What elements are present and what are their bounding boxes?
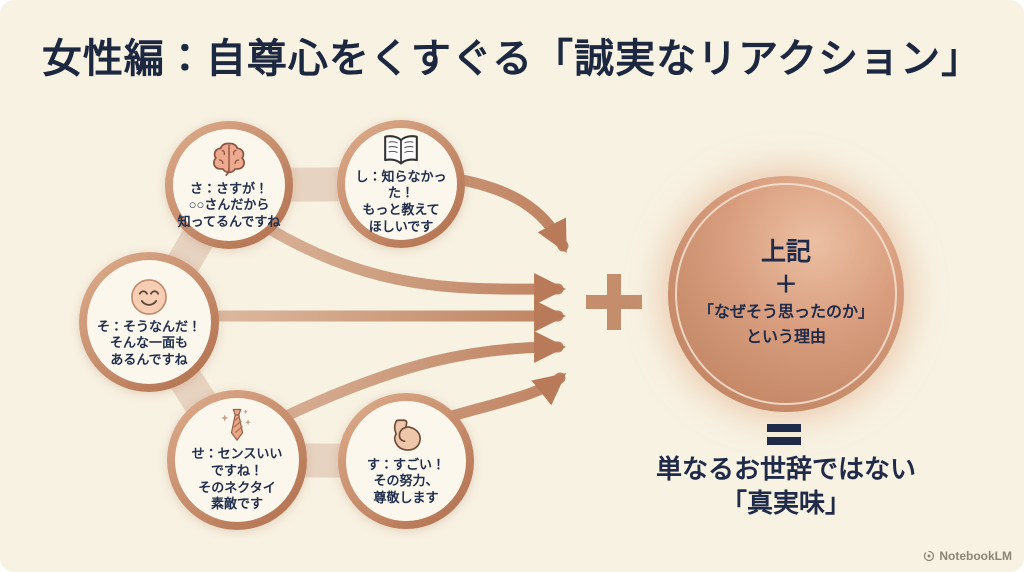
equals-sign: [767, 424, 801, 445]
bubble-sasuga-body: さ：さすが！ ○○さんだから 知ってるんですね: [173, 129, 285, 241]
result-circle-text: 上記 ＋ 「なぜそう思ったのか」 という理由: [698, 237, 874, 351]
conclusion-line1: 単なるお世辞ではない: [655, 454, 916, 484]
bubble-shiranakatta: し：知らなかった！ もっと教えて ほしいです: [337, 120, 465, 248]
bubble-sounanda-body: そ：そうなんだ！ そんな一面も あるんですね: [87, 260, 211, 384]
result-circle-inner-ring: [675, 183, 897, 405]
bubble-shiranakatta-body: し：知らなかった！ もっと教えて ほしいです: [345, 128, 457, 240]
plus-sign: [586, 274, 642, 330]
result-circle-line3: 「なぜそう思ったのか」: [697, 304, 874, 322]
notebooklm-logo-icon: [924, 550, 935, 562]
muscle-icon: [393, 418, 421, 451]
conclusion-line2: 「真実味」: [720, 488, 851, 519]
result-circle-line4: という理由: [745, 329, 826, 347]
bubble-sasuga-label: さ：さすが！ ○○さんだから 知ってるんですね: [177, 180, 281, 229]
bubble-sounanda: そ：そうなんだ！ そんな一面も あるんですね: [79, 252, 219, 392]
necktie-icon: [221, 409, 251, 441]
bubble-sugoi-label: す：すごい！ その努力、 尊敬します: [366, 456, 445, 505]
bubble-sugoi-body: す：すごい！ その努力、 尊敬します: [346, 401, 466, 521]
converging-arrows: [209, 170, 569, 424]
notebooklm-watermark: NotebookLM: [923, 549, 1012, 563]
result-circle-plus: ＋: [774, 270, 798, 297]
notebooklm-label: NotebookLM: [939, 549, 1012, 563]
result-circle: 上記 ＋ 「なぜそう思ったのか」 という理由: [668, 176, 904, 412]
page-title: 女性編：自尊心をくすぐる「誠実なリアクション」: [41, 36, 983, 81]
bubble-sounanda-label: そ：そうなんだ！ そんな一面も あるんですね: [96, 318, 201, 367]
conclusion-text: 単なるお世辞ではない 「真実味」: [604, 452, 968, 521]
brain-icon: [213, 142, 245, 176]
bubble-sasuga: さ：さすが！ ○○さんだから 知ってるんですね: [165, 121, 293, 249]
result-circle-line1: 上記: [760, 237, 811, 266]
bubble-sugoi: す：すごい！ その努力、 尊敬します: [338, 393, 474, 529]
bubble-shiranakatta-label: し：知らなかった！ もっと教えて ほしいです: [355, 168, 447, 234]
open-book-icon: [384, 134, 418, 165]
bubble-sense: せ：センスいい ですね！ そのネクタイ 素敵です: [167, 390, 307, 530]
bubble-sense-body: せ：センスいい ですね！ そのネクタイ 素敵です: [175, 398, 299, 522]
bubble-sense-label: せ：センスいい ですね！ そのネクタイ 素敵です: [191, 446, 283, 512]
smiley-icon: [131, 278, 167, 315]
